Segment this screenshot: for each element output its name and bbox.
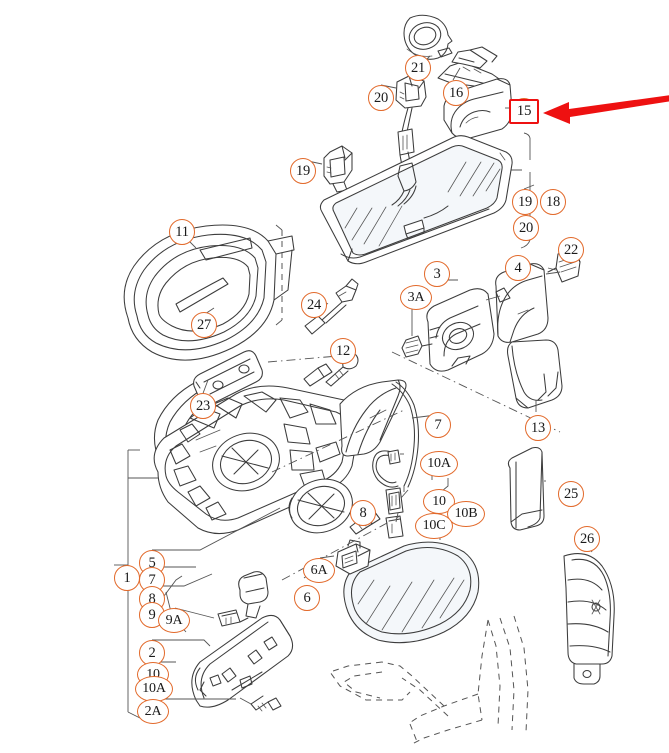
callout-13[interactable]: 13	[525, 415, 551, 441]
callout-10A-left[interactable]: 10A	[135, 676, 173, 702]
part-24-actuator-rod	[304, 278, 359, 335]
callout-22[interactable]: 22	[558, 237, 584, 263]
mirror-pivot-ring	[288, 478, 353, 534]
callout-1[interactable]: 1	[114, 565, 140, 591]
callout-25[interactable]: 25	[558, 481, 584, 507]
part-6A-heater-connector	[335, 539, 371, 575]
interior-rearview-mirror	[319, 135, 513, 265]
callout-7[interactable]: 7	[425, 412, 451, 438]
callout-2A[interactable]: 2A	[137, 699, 169, 724]
callout-18[interactable]: 18	[540, 189, 566, 215]
callout-26[interactable]: 26	[574, 526, 600, 552]
callout-16[interactable]: 16	[443, 80, 469, 106]
part-3-mount-bracket	[426, 288, 495, 372]
callout-8[interactable]: 8	[350, 500, 376, 526]
callout-10A-right[interactable]: 10A	[420, 451, 458, 477]
callout-12[interactable]: 12	[330, 338, 356, 364]
part-3A-grommet	[401, 335, 433, 358]
part-21-sensor	[403, 14, 453, 60]
callout-9A[interactable]: 9A	[158, 608, 190, 633]
callout-4[interactable]: 4	[505, 255, 531, 281]
callout-3A[interactable]: 3A	[400, 285, 432, 310]
callout-20-right[interactable]: 20	[513, 215, 539, 241]
part-4-cover-upper	[495, 263, 549, 343]
callout-10B[interactable]: 10B	[447, 501, 485, 527]
part-26-corner-trim	[563, 553, 615, 685]
callout-19-right[interactable]: 19	[512, 189, 538, 215]
callout-2[interactable]: 2	[139, 640, 165, 666]
callout-20-top[interactable]: 20	[368, 85, 394, 111]
part-11-housing-cap	[123, 224, 295, 361]
part-2A-screw	[239, 695, 282, 712]
callout-23[interactable]: 23	[190, 393, 216, 419]
part-25-door-trim	[507, 446, 545, 531]
door-outline-phantom	[329, 615, 529, 745]
callout-21[interactable]: 21	[405, 55, 431, 81]
callout-11[interactable]: 11	[169, 219, 195, 245]
callout-10C[interactable]: 10C	[415, 513, 453, 539]
callout-27[interactable]: 27	[191, 312, 217, 338]
callout-3[interactable]: 3	[424, 261, 450, 287]
part-13-cover-inner	[506, 339, 563, 409]
part-19-connector	[323, 145, 353, 193]
part-7-wiring-harness	[372, 381, 420, 539]
mirror-stem-wiring	[391, 162, 417, 207]
callout-15-highlighted[interactable]: 15	[509, 99, 539, 124]
part-9-motor	[217, 571, 269, 627]
callout-19-left[interactable]: 19	[290, 158, 316, 184]
part-6-mirror-glass	[343, 541, 480, 644]
part-2-housing-lower	[191, 614, 294, 708]
callout-6[interactable]: 6	[294, 585, 320, 611]
callout-24[interactable]: 24	[301, 292, 327, 318]
callout-6A[interactable]: 6A	[303, 558, 335, 583]
